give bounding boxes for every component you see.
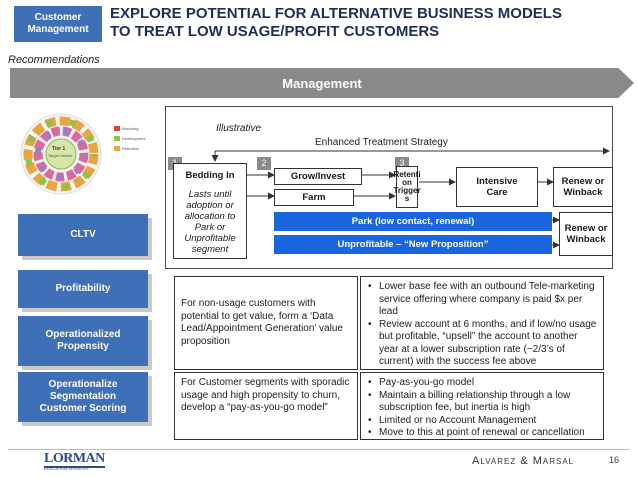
wheel-center-line-1: Tier 1 — [52, 146, 66, 152]
footer-divider — [8, 449, 630, 450]
grow-invest-box: Grow/Invest — [274, 168, 362, 185]
proposal-2-summary: For Customer segments with sporadic usag… — [174, 372, 358, 440]
page-number: 16 — [609, 455, 620, 465]
alvarez-marsal-logo: Alvarez & Marsal — [472, 455, 575, 467]
proposal-2-bullet-3: Limited or no Account Management — [367, 415, 597, 428]
bedding-in-box: Bedding In Lasts until adoption or alloc… — [173, 163, 247, 259]
proposal-1-details: Lower base fee with an outbound Tele-mar… — [360, 276, 604, 370]
proposal-1-bullet-list: Lower base fee with an outbound Tele-mar… — [367, 281, 597, 369]
unprofitable-bar: Unprofitable – “New Proposition” — [274, 235, 552, 254]
proposal-1-bullet-1: Lower base fee with an outbound Tele-mar… — [367, 281, 597, 319]
recommendations-label: Recommendations — [8, 54, 100, 66]
management-banner-label: Management — [282, 75, 362, 91]
management-banner: Management — [10, 68, 634, 98]
farm-label: Farm — [302, 192, 326, 203]
operationalize-line-3: Customer Scoring — [39, 403, 127, 414]
operationalized-line-2: Propensity — [57, 341, 109, 352]
bedding-in-line-6: segment — [191, 244, 229, 255]
page-title-line-2: TO TREAT LOW USAGE/PROFIT CUSTOMERS — [110, 23, 440, 40]
lorman-logo-subtitle: EDUCATION SERVICES — [44, 466, 89, 471]
bedding-in-line-3: allocation to — [184, 211, 236, 222]
retention-trigger-line-2: on — [402, 178, 412, 187]
proposal-2-summary-text: For Customer segments with sporadic usag… — [181, 377, 350, 413]
wheel-legend-3: Retention — [122, 146, 140, 151]
strategy-arrows — [211, 147, 610, 249]
profitability-label-box: Profitability — [18, 270, 148, 308]
unprofitable-label: Unprofitable – “New Proposition” — [337, 239, 489, 250]
proposal-2-bullet-list: Pay-as-you-go model Maintain a billing r… — [367, 377, 597, 440]
renew-winback-2-line-2: Winback — [566, 234, 606, 245]
cltv-label-box: CLTV — [18, 214, 148, 256]
lorman-logo: LORMAN — [44, 451, 105, 468]
intensive-care-line-1: Intensive — [476, 176, 518, 187]
renew-winback-1-line-2: Winback — [563, 187, 603, 198]
proposal-2-details: Pay-as-you-go model Maintain a billing r… — [360, 372, 604, 440]
proposal-1-bullet-2: Review account at 6 months, and if low/n… — [367, 319, 597, 369]
intensive-care-box: Intensive Care — [456, 167, 538, 207]
wheel-center-line-2: Target Market — [48, 153, 73, 158]
bedding-in-line-1: Lasts until — [188, 189, 232, 200]
operationalize-line-2: Segmentation — [49, 391, 117, 402]
grow-invest-label: Grow/Invest — [290, 171, 346, 182]
renew-winback-2-line-1: Renew or — [564, 223, 608, 234]
wheel-legend-1: Nurturing — [122, 126, 139, 131]
step-2-badge: 2 — [257, 157, 271, 170]
operationalize-line-1: Operationalize — [48, 379, 118, 390]
segmentation-wheel: Tier 1 Target Market Nurturing Developme… — [16, 106, 156, 206]
section-tag-line-2: Management — [27, 24, 89, 35]
illustrative-label: Illustrative — [216, 123, 262, 134]
proposal-2-bullet-4: Move to this at point of renewal or canc… — [367, 427, 597, 440]
wheel-graphic — [20, 113, 120, 195]
bedding-in-line-5: Unprofitable — [184, 233, 236, 244]
section-tag-line-1: Customer — [34, 12, 82, 23]
retention-trigger-box: Retenti on Trigger s — [393, 166, 421, 208]
farm-box: Farm — [274, 189, 354, 206]
page-title-line-1: EXPLORE POTENTIAL FOR ALTERNATIVE BUSINE… — [110, 5, 562, 22]
intensive-care-line-2: Care — [486, 187, 508, 198]
operationalized-line-1: Operationalized — [45, 329, 121, 340]
bedding-in-title: Bedding In — [185, 170, 235, 181]
park-bar: Park (low contact, renewal) — [274, 212, 552, 231]
proposal-2-bullet-1: Pay-as-you-go model — [367, 377, 597, 390]
bedding-in-line-4: Park or — [194, 222, 226, 233]
operationalized-label-box: Operationalized Propensity — [18, 316, 148, 366]
renew-winback-box-2: Renew or Winback — [559, 212, 613, 256]
proposal-1-summary: For non-usage customers with potential t… — [174, 276, 358, 370]
page-title: EXPLORE POTENTIAL FOR ALTERNATIVE BUSINE… — [110, 5, 630, 41]
wheel-legend-2: Development — [122, 136, 146, 141]
proposal-2-bullet-2: Maintain a billing relationship through … — [367, 390, 597, 415]
retention-trigger-line-3: Trigger — [393, 186, 421, 195]
park-label: Park (low contact, renewal) — [351, 216, 475, 227]
cltv-label: CLTV — [70, 229, 96, 240]
retention-trigger-line-1: Retenti — [393, 170, 421, 179]
section-tag: Customer Management — [14, 6, 102, 42]
retention-trigger-line-4: s — [404, 194, 410, 203]
renew-winback-1-line-1: Renew or — [561, 176, 605, 187]
renew-winback-box-1: Renew or Winback — [553, 167, 613, 207]
proposal-1-summary-text: For non-usage customers with potential t… — [181, 298, 343, 347]
enhanced-strategy-label: Enhanced Treatment Strategy — [315, 137, 448, 148]
profitability-label: Profitability — [55, 283, 111, 294]
operationalize-label-box: Operationalize Segmentation Customer Sco… — [18, 372, 148, 422]
bedding-in-line-2: adoption or — [186, 200, 234, 211]
